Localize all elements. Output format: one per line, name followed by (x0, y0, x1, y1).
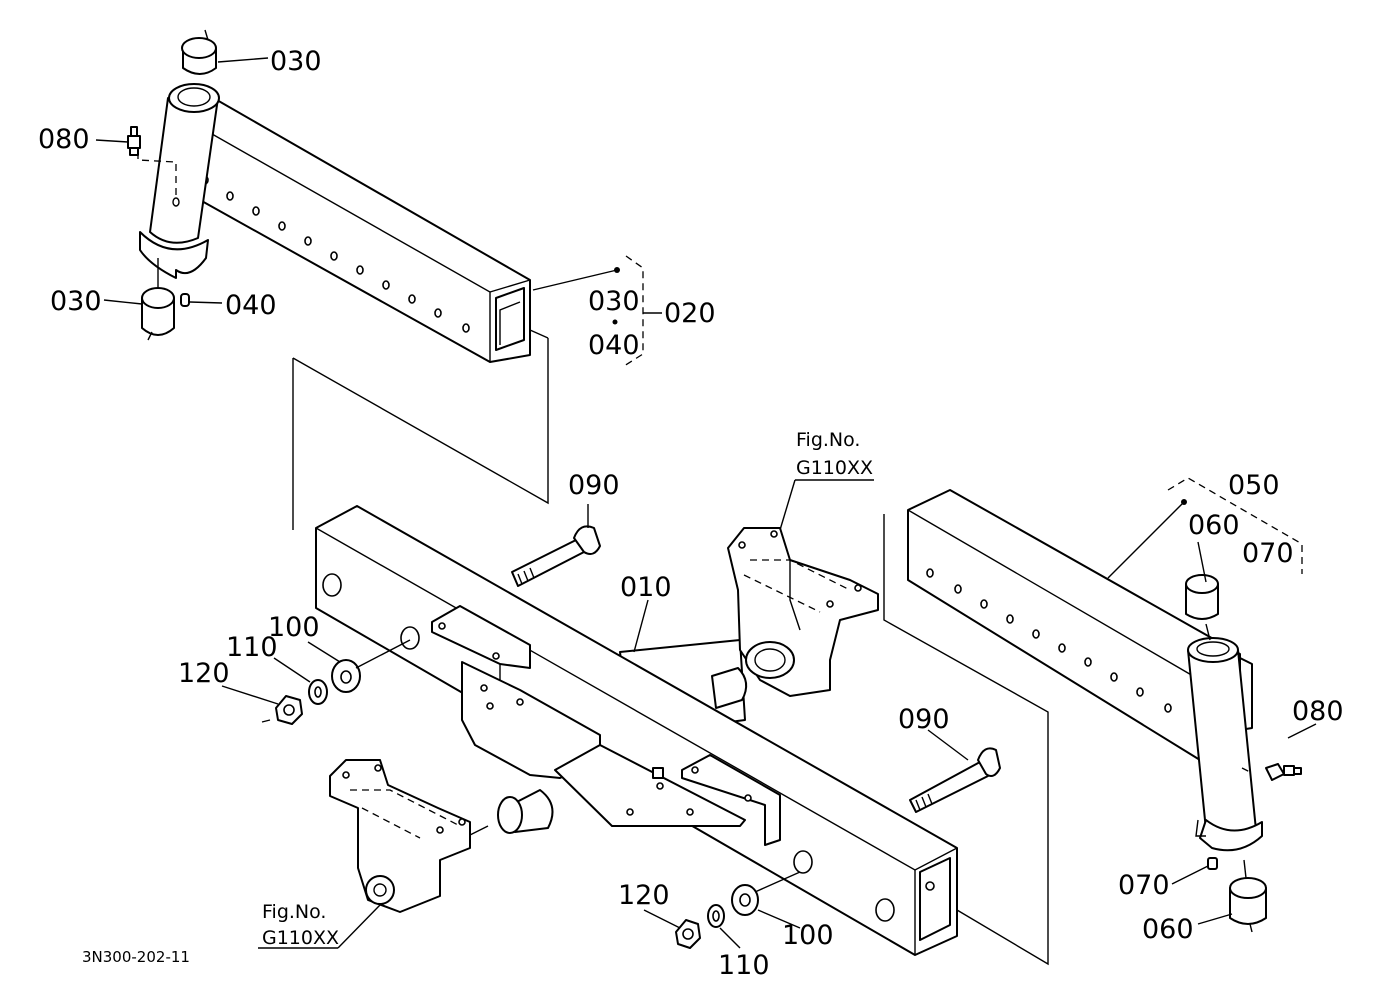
label-070-bracket: 070 (1242, 538, 1294, 569)
fastener-stack-left (261, 639, 411, 725)
label-100-bottom: 100 (782, 920, 834, 951)
label-050: 050 (1228, 470, 1280, 501)
bolt-090-top (511, 504, 601, 587)
right-arm-assembly (907, 489, 1302, 933)
label-020: 020 (664, 298, 716, 329)
label-060-top: 060 (1188, 510, 1240, 541)
fig-ref-lower-title: Fig.No. (262, 901, 326, 923)
fig-ref-upper-title: Fig.No. (796, 429, 860, 451)
label-030-bracket: 030 (588, 286, 640, 317)
bushing-030-lower (141, 258, 175, 341)
label-070-right: 070 (1118, 870, 1170, 901)
label-030-left: 030 (50, 286, 102, 317)
fastener-stack-lower (675, 871, 801, 949)
label-080-right: 080 (1292, 696, 1344, 727)
bolt-090-right (909, 729, 1001, 813)
label-120-bottom: 120 (618, 880, 670, 911)
label-080-left: 080 (38, 124, 90, 155)
label-110-left: 110 (226, 632, 278, 663)
bushing-060-top (1185, 574, 1219, 641)
label-060-bottom: 060 (1142, 914, 1194, 945)
bushing-060-bottom (1229, 859, 1267, 933)
bracket-fig-lower (329, 759, 489, 913)
label-040: 040 (225, 290, 277, 321)
label-030-top: 030 (270, 46, 322, 77)
drawing-code: 3N300-202-11 (82, 948, 190, 966)
label-100-left: 100 (268, 612, 320, 643)
bracket-fig-upper (727, 527, 879, 697)
label-090-right: 090 (898, 704, 950, 735)
arm-holes-left (201, 175, 470, 333)
label-010: 010 (620, 572, 672, 603)
label-040-bracket: 040 (588, 330, 640, 361)
main-frame-010 (315, 505, 958, 956)
label-110-bottom: 110 (718, 950, 770, 981)
fig-ref-lower-code: G110XX (262, 927, 339, 949)
bushing-030-top (181, 29, 217, 75)
pin-040 (180, 293, 190, 307)
fig-ref-upper-code: G110XX (796, 457, 873, 479)
grease-nipple-080-right (1265, 763, 1302, 781)
label-120-left: 120 (178, 658, 230, 689)
left-arm-assembly (127, 29, 531, 363)
arm-holes-right (926, 568, 1172, 713)
label-090-top: 090 (568, 470, 620, 501)
grease-nipple-080-left (127, 126, 141, 156)
